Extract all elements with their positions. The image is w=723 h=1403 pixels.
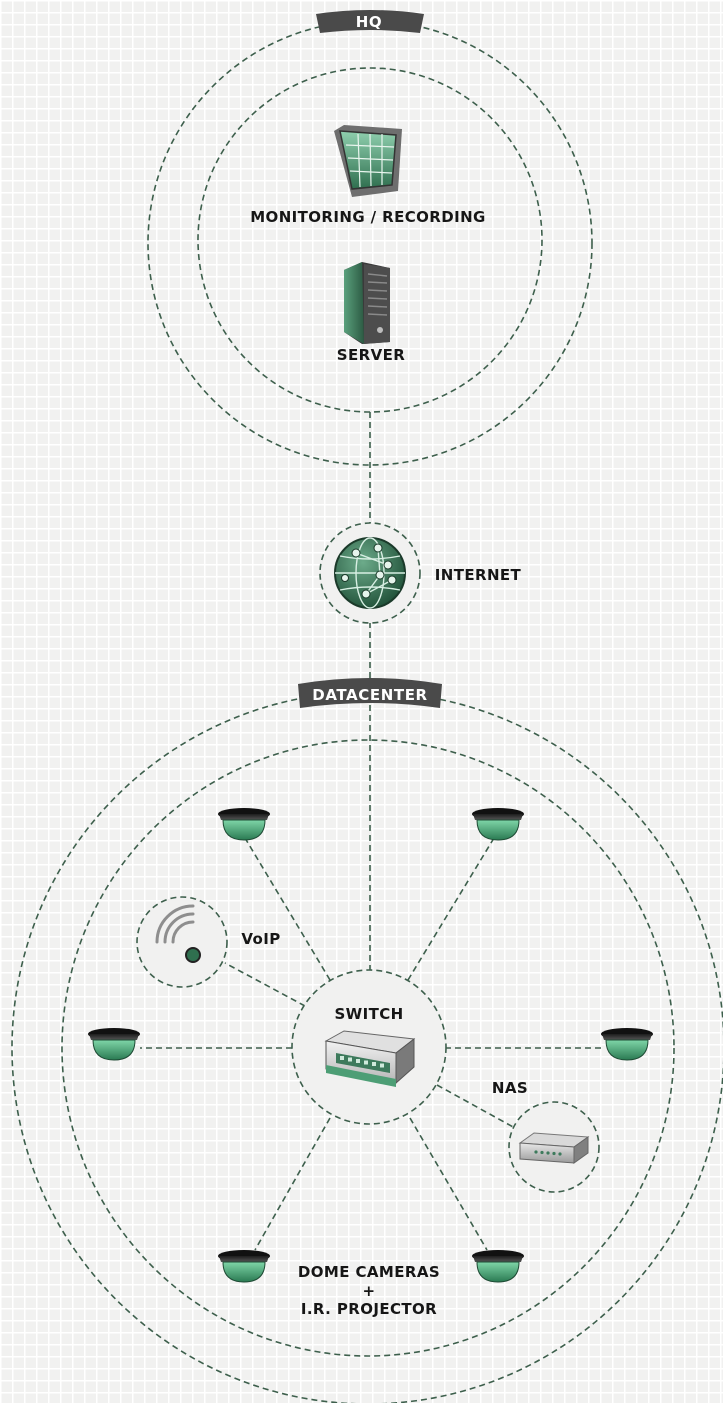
voip-node: VoIP	[136, 896, 280, 988]
hq-outer-ring	[147, 20, 593, 466]
dome-camera-icon	[88, 1028, 140, 1061]
cameras-label-line2: +	[363, 1282, 376, 1300]
cameras-label-line1: DOME CAMERAS	[298, 1263, 440, 1281]
connector-lines	[140, 412, 602, 1251]
monitor-icon	[334, 125, 402, 197]
globe-network-icon	[334, 537, 406, 609]
cameras-label-line3: I.R. PROJECTOR	[301, 1300, 437, 1318]
datacenter-badge-label: DATACENTER	[312, 686, 427, 704]
nas-node: NAS	[492, 1079, 600, 1193]
link-switch-nas	[436, 1084, 516, 1129]
datacenter-inner-ring	[61, 739, 675, 1357]
dome-camera-icon	[472, 808, 524, 841]
switch-label: SWITCH	[334, 1005, 403, 1023]
server-tower-icon	[344, 262, 390, 344]
internet-label: INTERNET	[435, 566, 522, 584]
dome-camera-icon	[601, 1028, 653, 1061]
dome-camera-icon	[472, 1250, 524, 1283]
link-switch-camera-top-left	[244, 837, 331, 981]
internet-node: INTERNET	[319, 522, 522, 624]
switch-node: SWITCH	[291, 969, 447, 1125]
datacenter-zone: DATACENTER	[11, 678, 723, 1403]
hq-inner-ring	[197, 67, 543, 413]
nas-device-icon	[518, 1132, 590, 1164]
dome-cameras-group: DOME CAMERAS + I.R. PROJECTOR	[88, 808, 653, 1318]
link-switch-voip	[224, 962, 306, 1007]
dome-camera-icon	[218, 1250, 270, 1283]
monitoring-label: MONITORING / RECORDING	[250, 208, 486, 226]
voip-label: VoIP	[241, 930, 280, 948]
datacenter-badge: DATACENTER	[298, 678, 442, 708]
server-label: SERVER	[337, 346, 405, 364]
voip-ring	[136, 896, 228, 988]
hq-badge: HQ	[316, 10, 424, 33]
link-switch-camera-top-right	[407, 837, 495, 981]
link-switch-camera-bottom-left	[254, 1117, 331, 1251]
hq-zone: HQ MONITORING / RECORDING	[147, 10, 593, 466]
network-switch-icon	[324, 1030, 416, 1087]
dome-camera-icon	[218, 808, 270, 841]
link-switch-camera-bottom-right	[409, 1117, 488, 1251]
hq-badge-label: HQ	[356, 13, 383, 31]
wifi-signal-icon	[155, 904, 201, 963]
nas-label: NAS	[492, 1079, 528, 1097]
